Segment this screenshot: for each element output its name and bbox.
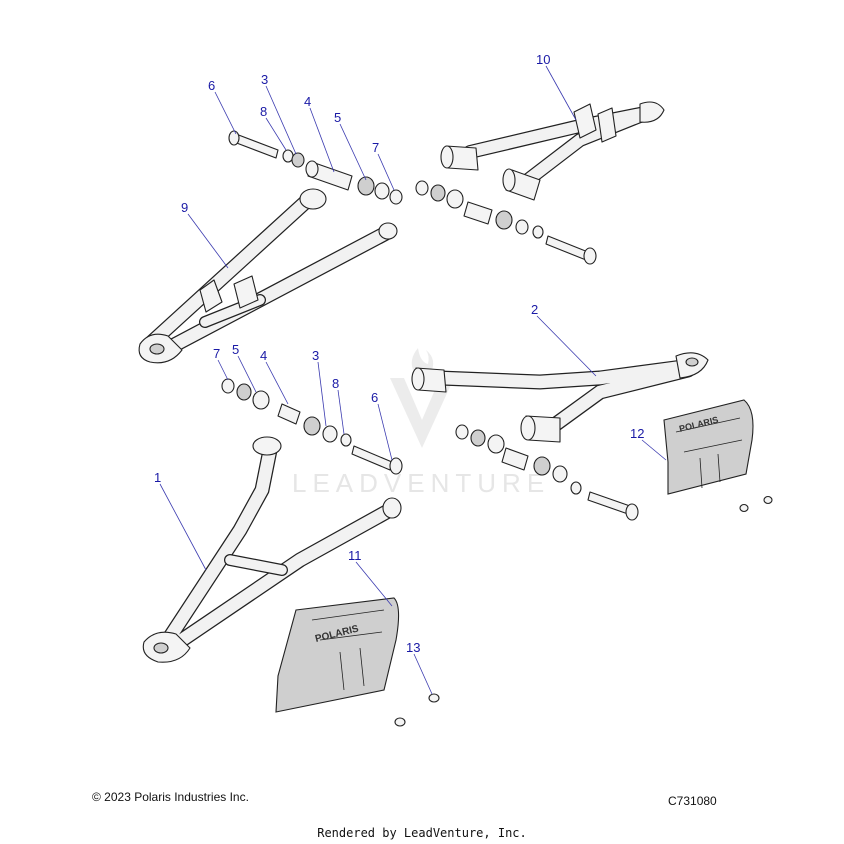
upper-hardware-left: [228, 130, 403, 205]
lower-a-arm-right: [411, 352, 709, 443]
callout-9: 9: [181, 200, 188, 215]
upper-a-arm-left: [138, 188, 398, 364]
callout-5-upper: 5: [334, 110, 341, 125]
skid-plate-right: POLARIS: [663, 399, 754, 495]
callout-4-lower: 4: [260, 348, 267, 363]
callout-4-upper: 4: [304, 94, 311, 109]
callout-12: 12: [630, 426, 644, 441]
watermark-text: LEADVENTURE: [292, 468, 550, 498]
callouts: 6 3 8 4 5 7 9 10 2 7 5 4 3 8 6 12 1 11 1…: [154, 52, 644, 655]
callout-10: 10: [536, 52, 550, 67]
callout-7-lower: 7: [213, 346, 220, 361]
fasteners: [394, 495, 773, 727]
callout-13: 13: [406, 640, 420, 655]
callout-6-lower: 6: [371, 390, 378, 405]
leader-lines: [159, 65, 667, 695]
callout-11: 11: [348, 548, 362, 563]
lower-a-arm-left: [142, 436, 402, 663]
callout-7-upper: 7: [372, 140, 379, 155]
lower-hardware-right-row: [455, 424, 639, 521]
callout-8-upper: 8: [260, 104, 267, 119]
callout-8-lower: 8: [332, 376, 339, 391]
watermark-logo-icon: [390, 378, 454, 448]
figure-code: C731080: [668, 794, 717, 808]
upper-hardware-right: [415, 180, 597, 265]
callout-6-upper: 6: [208, 78, 215, 93]
callout-1: 1: [154, 470, 161, 485]
watermark: LEADVENTURE: [292, 348, 550, 498]
copyright-notice: © 2023 Polaris Industries Inc.: [92, 790, 249, 804]
skid-plate-lower: POLARIS: [275, 597, 400, 713]
lower-hardware-left: [221, 378, 403, 475]
rendered-by-credit: Rendered by LeadVenture, Inc.: [317, 826, 527, 840]
callout-3-lower: 3: [312, 348, 319, 363]
callout-5-lower: 5: [232, 342, 239, 357]
callout-2: 2: [531, 302, 538, 317]
callout-3-upper: 3: [261, 72, 268, 87]
upper-a-arm-right: [440, 101, 665, 201]
